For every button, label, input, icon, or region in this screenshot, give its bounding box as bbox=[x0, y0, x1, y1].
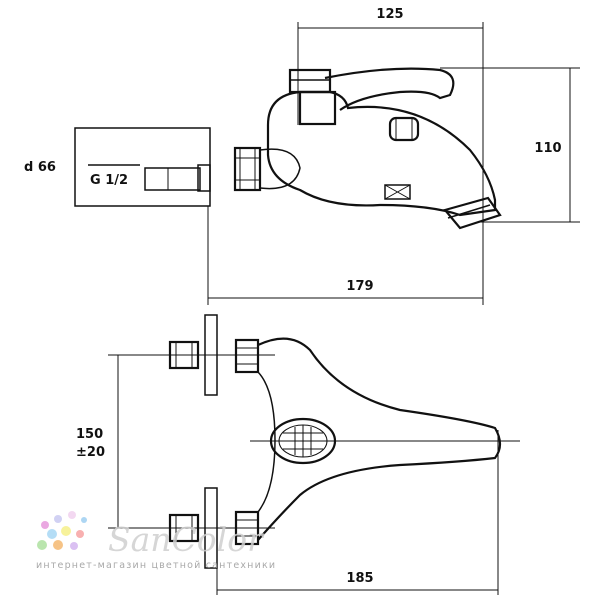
dim-total-width: 185 bbox=[346, 571, 373, 586]
brand-logo: SanColor bbox=[108, 520, 265, 559]
logo-dot bbox=[37, 540, 47, 550]
dim-thread: G 1/2 bbox=[90, 173, 128, 188]
watermark: SanColor интернет-магазин цветной сантех… bbox=[36, 511, 276, 571]
dim-spacing-tolerance: ±20 bbox=[76, 445, 105, 460]
dim-length: 179 bbox=[346, 279, 373, 294]
brand-tagline: интернет-магазин цветной сантехники bbox=[36, 560, 276, 571]
logo-dot bbox=[76, 530, 84, 538]
dim-spacing: 150 bbox=[76, 427, 103, 442]
logo-dot bbox=[53, 540, 63, 550]
logo-dot bbox=[81, 517, 87, 523]
dim-diameter: d 66 bbox=[24, 160, 56, 175]
logo-dot bbox=[70, 542, 78, 550]
logo-dot bbox=[54, 515, 62, 523]
dim-height: 110 bbox=[534, 141, 561, 156]
logo-dot bbox=[68, 511, 76, 519]
side-view bbox=[74, 22, 580, 305]
plan-view bbox=[108, 314, 520, 595]
logo-dot bbox=[61, 526, 71, 536]
logo-dot bbox=[41, 521, 49, 529]
logo-dot bbox=[47, 529, 57, 539]
dim-top-width: 125 bbox=[376, 7, 403, 22]
